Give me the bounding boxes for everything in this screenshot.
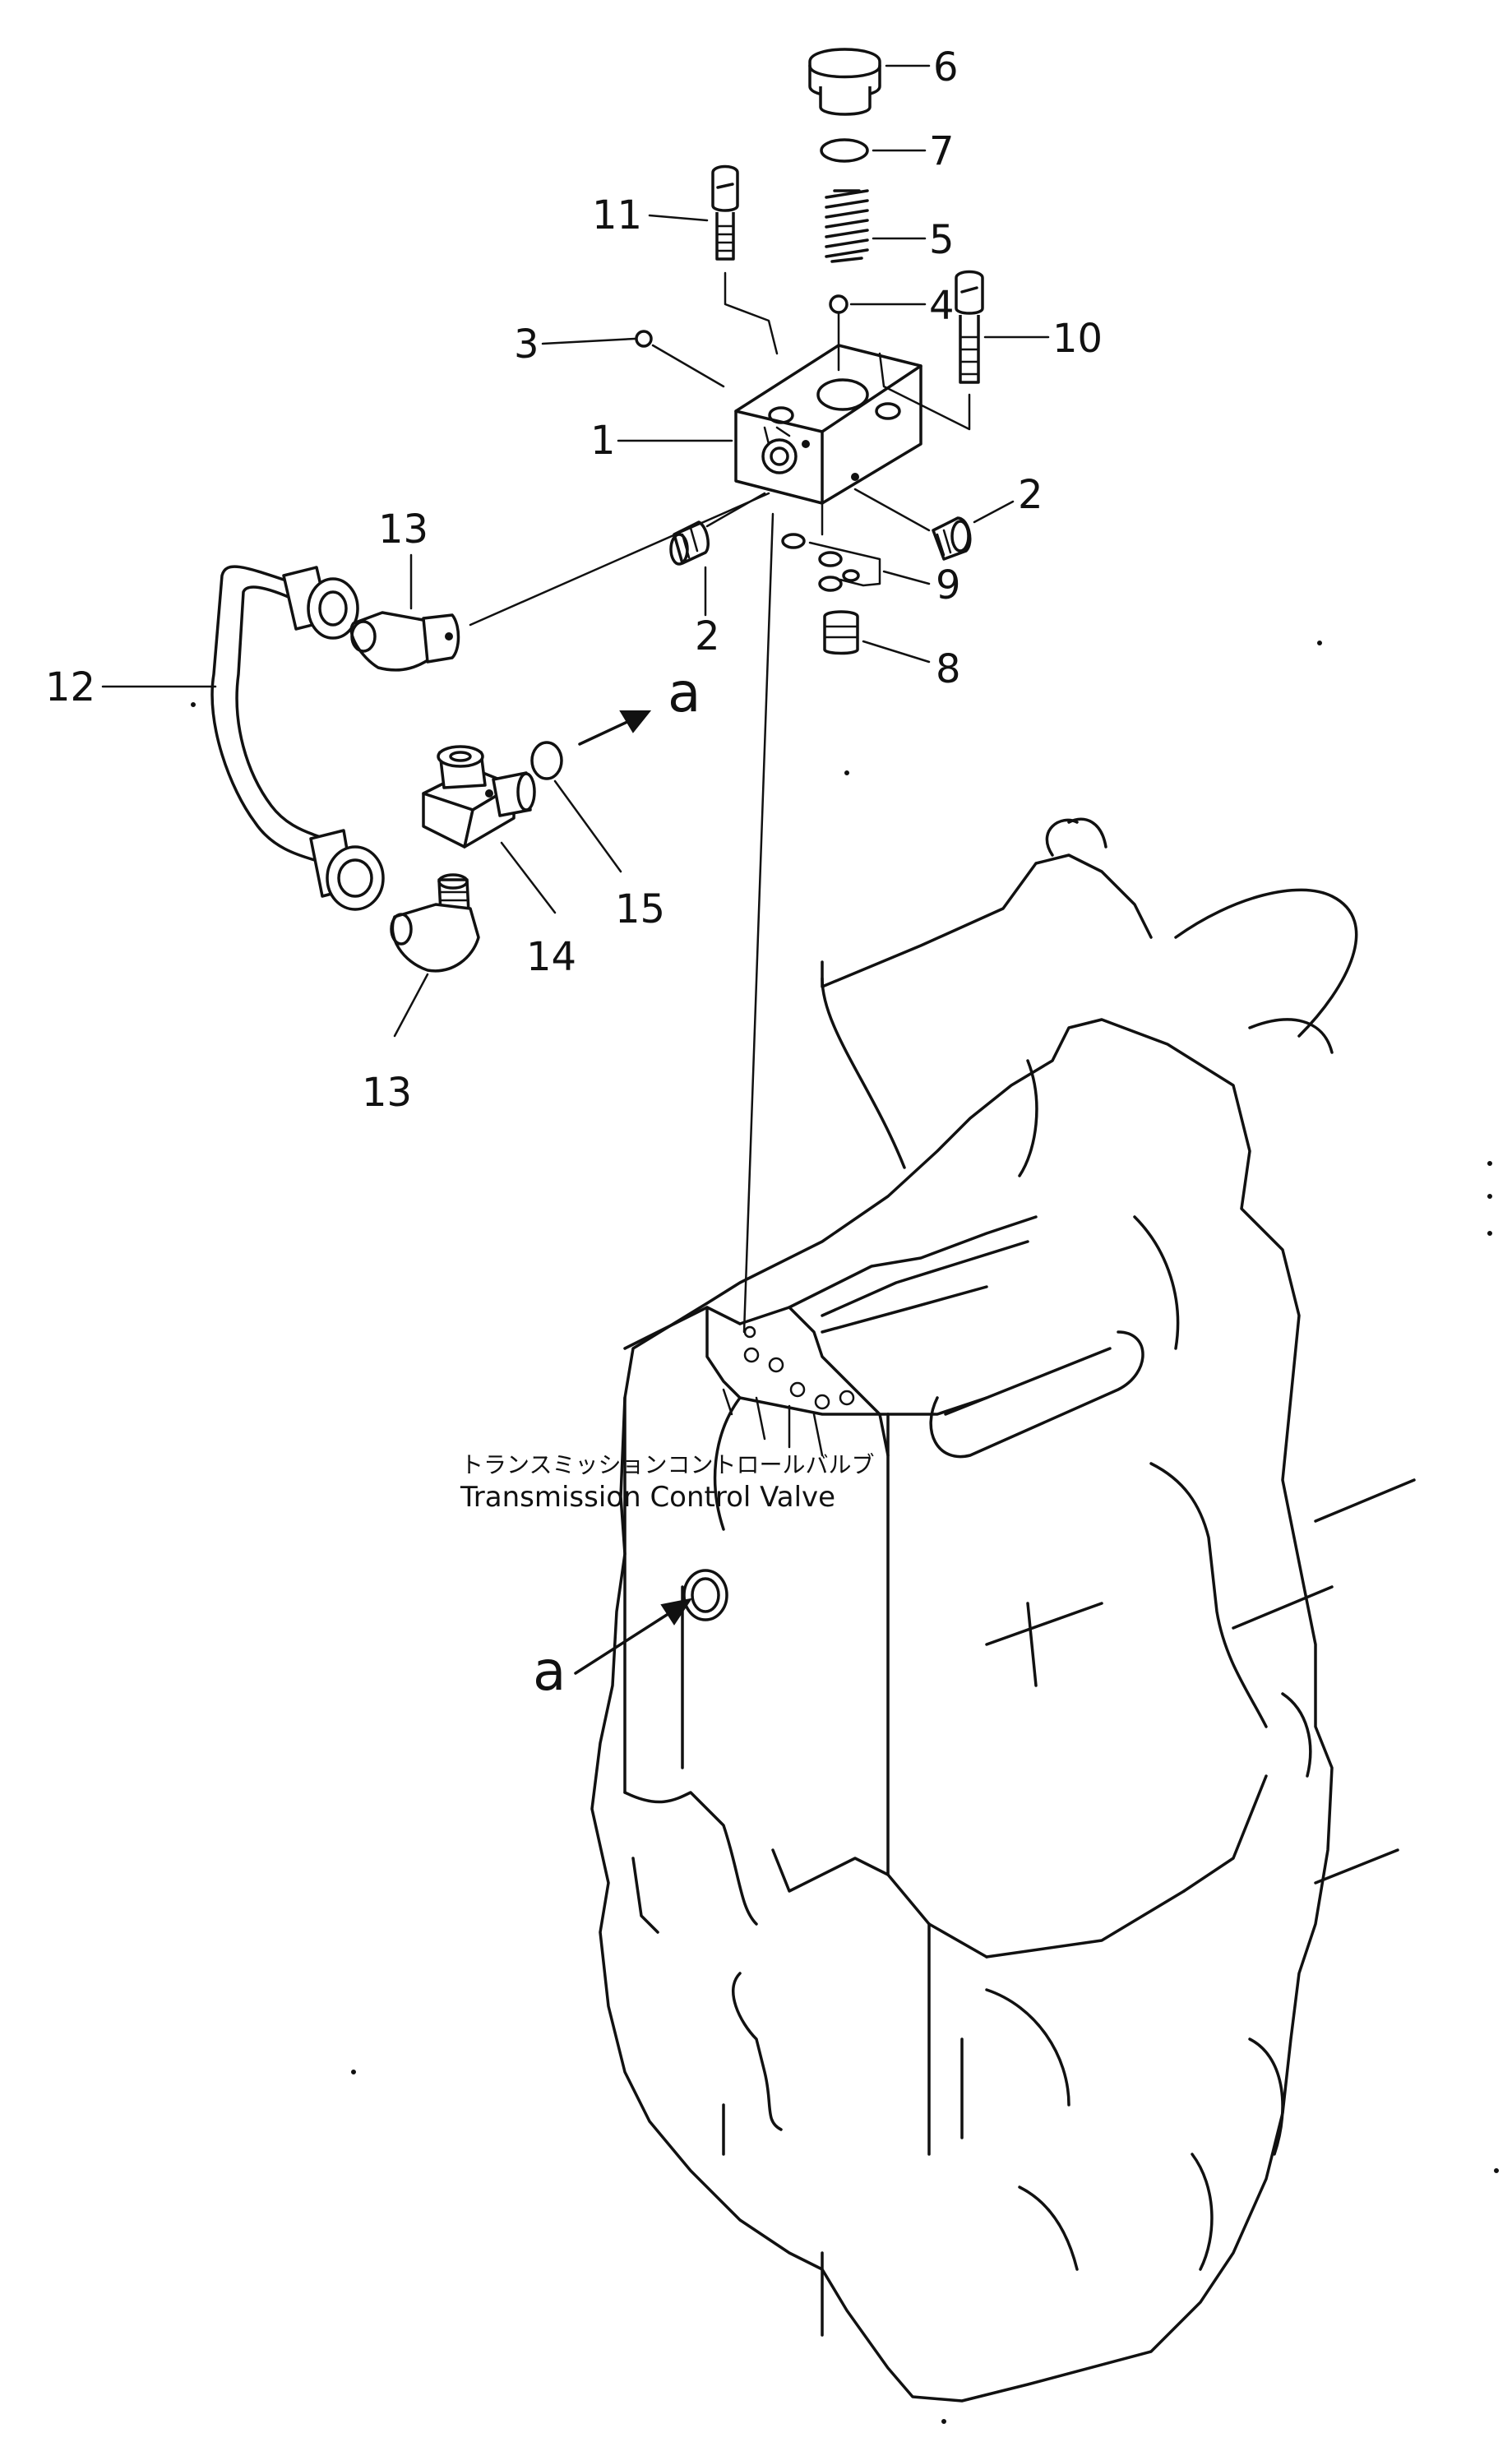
o-ring-15 — [530, 741, 563, 780]
elbow-13-upper-leader — [469, 492, 770, 627]
spring — [825, 189, 869, 263]
housing-label: トランスミッションコントロールバルブ Transmission Control … — [460, 1451, 874, 1514]
callout-11: 11 — [592, 192, 642, 238]
housing-label-en: Transmission Control Valve — [460, 1481, 835, 1514]
valve-block — [734, 344, 922, 505]
callout-3: 3 — [514, 321, 539, 368]
plug-2-right-leader — [853, 488, 931, 532]
arrow-a-bottom-label: a — [533, 1640, 566, 1703]
plug-8 — [823, 610, 859, 655]
callout-10: 10 — [1052, 316, 1103, 362]
bolt-10 — [955, 270, 984, 384]
callout-12: 12 — [45, 664, 95, 710]
callout-7: 7 — [929, 128, 955, 174]
callout-1: 1 — [590, 418, 616, 464]
plug-cap — [808, 48, 881, 116]
callout-13-upper: 13 — [378, 506, 428, 553]
elbow-13-upper — [349, 611, 460, 672]
housing-label-jp: トランスミッションコントロールバルブ — [460, 1451, 874, 1478]
hose-assembly — [210, 565, 385, 911]
arrow-a-bottom: a — [533, 1598, 693, 1703]
bolt-11 — [711, 164, 739, 261]
ball — [829, 294, 848, 314]
o-rings-9 — [781, 533, 860, 592]
ball-3-leader — [651, 344, 725, 388]
callout-13-lower: 13 — [362, 1070, 412, 1116]
callout-15: 15 — [615, 886, 665, 932]
plug-2-right — [932, 516, 972, 561]
callout-5: 5 — [929, 217, 955, 263]
valve-mount-leader — [742, 512, 774, 1334]
callout-14: 14 — [526, 934, 576, 980]
callout-4: 4 — [929, 283, 955, 329]
elbow-13-lower — [390, 873, 480, 973]
scan-specks — [191, 641, 1499, 2424]
bolt-10-leader — [878, 352, 971, 431]
callout-2-left: 2 — [695, 613, 720, 659]
callout-8: 8 — [936, 646, 961, 692]
bolt-11-leader — [724, 271, 779, 355]
callout-9: 9 — [936, 562, 961, 608]
o-ring-7 — [820, 138, 869, 163]
transmission-housing — [590, 817, 1416, 2403]
ball-3 — [635, 330, 653, 348]
callout-2-right: 2 — [1018, 472, 1043, 518]
callout-6: 6 — [933, 44, 959, 90]
arrow-a-top: a — [578, 661, 701, 746]
o-rings-9-bracket — [808, 541, 881, 587]
callouts: 6 7 5 4 10 11 3 1 2 2 9 8 13 — [45, 44, 1103, 1116]
swivel-fitting-14 — [422, 745, 536, 849]
arrow-a-top-label: a — [668, 661, 701, 724]
